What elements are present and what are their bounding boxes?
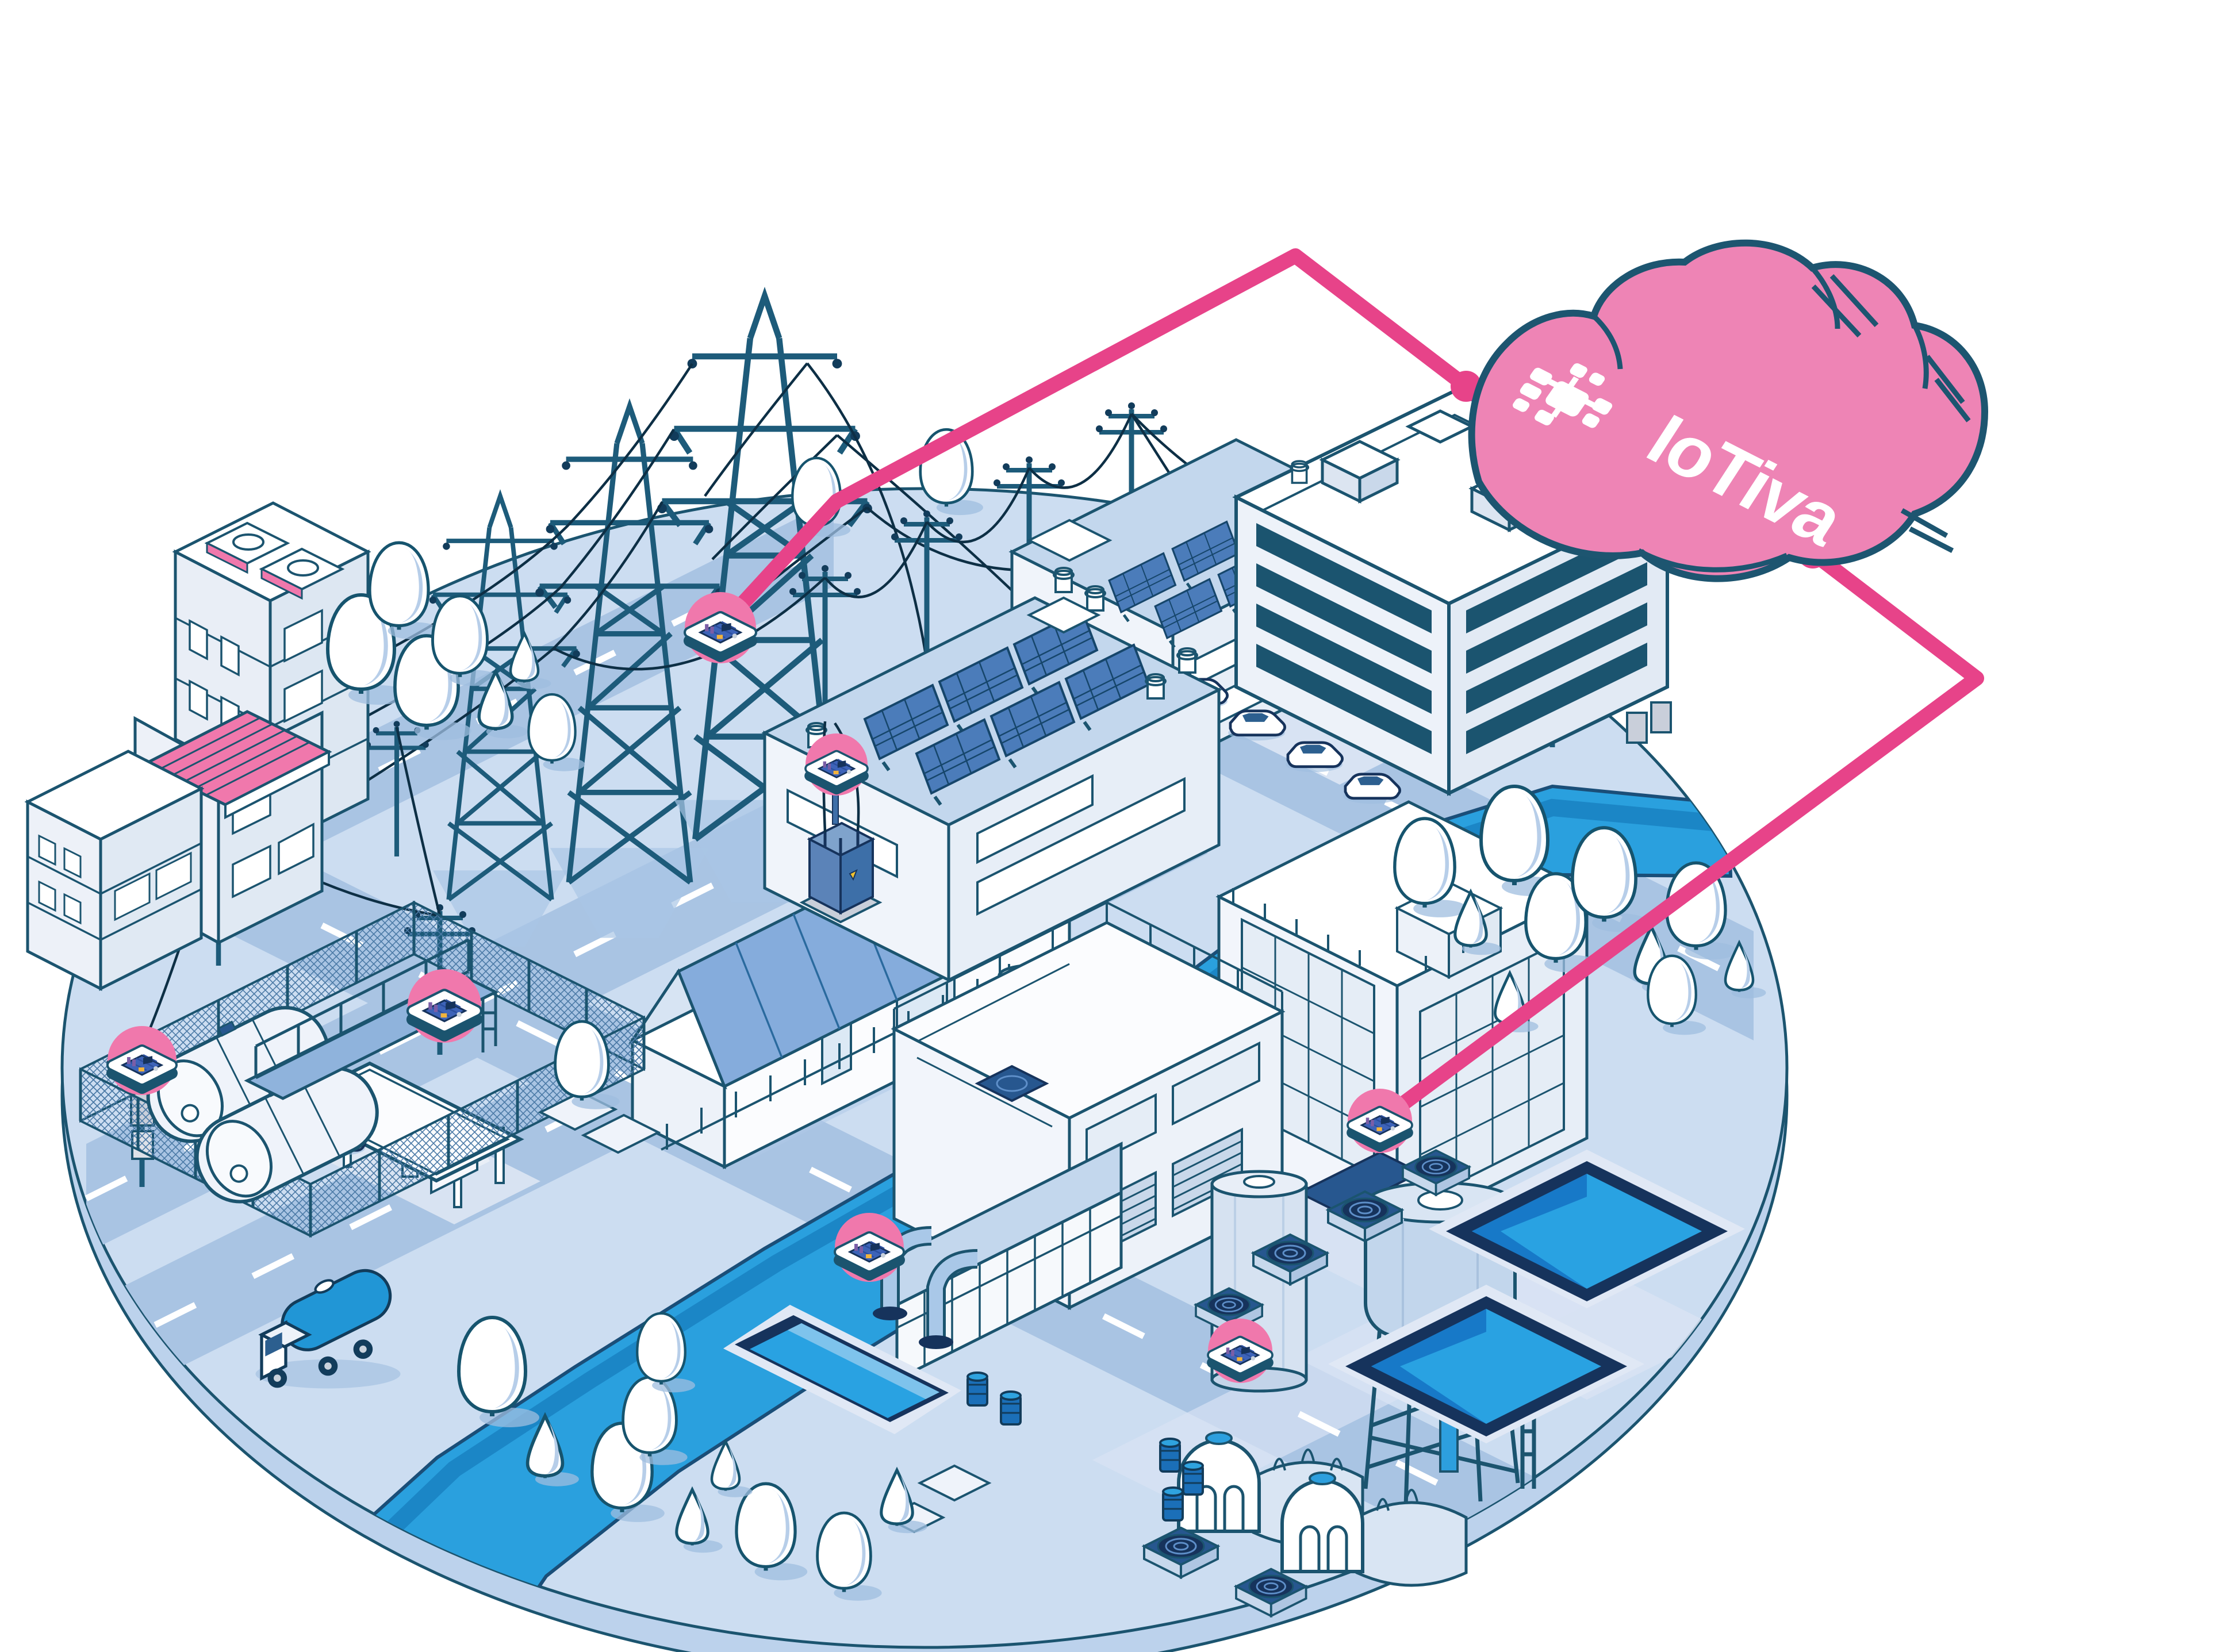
storage-tank bbox=[195, 1066, 379, 1204]
sensor-node-factory bbox=[1348, 1089, 1412, 1153]
tanker-truck bbox=[255, 1269, 401, 1389]
sensor-node-treatment-plant bbox=[835, 1213, 904, 1282]
small-apartment bbox=[24, 750, 205, 992]
iotiva-cloud: IoTiva bbox=[1468, 239, 1989, 582]
settling-pools bbox=[1328, 1150, 1745, 1443]
sensor-node-city-intersection bbox=[408, 969, 481, 1043]
roof-ac-panel bbox=[204, 521, 345, 600]
roof-railing bbox=[893, 901, 1283, 1029]
water-treatment-basin bbox=[723, 1305, 961, 1434]
sensor-node-street-transformer bbox=[806, 733, 868, 796]
sensor-node-utility-pole bbox=[108, 1026, 177, 1095]
link-tower-to-cloud bbox=[713, 248, 1474, 635]
link-cloud-to-factory bbox=[1372, 545, 1984, 1128]
sensor-node-storage-silo bbox=[1208, 1319, 1272, 1383]
iotiva-chip-grid-icon bbox=[1513, 363, 1613, 428]
quonset-tanks bbox=[1159, 1431, 1468, 1587]
sensor-node-transmission-tower bbox=[685, 592, 756, 663]
